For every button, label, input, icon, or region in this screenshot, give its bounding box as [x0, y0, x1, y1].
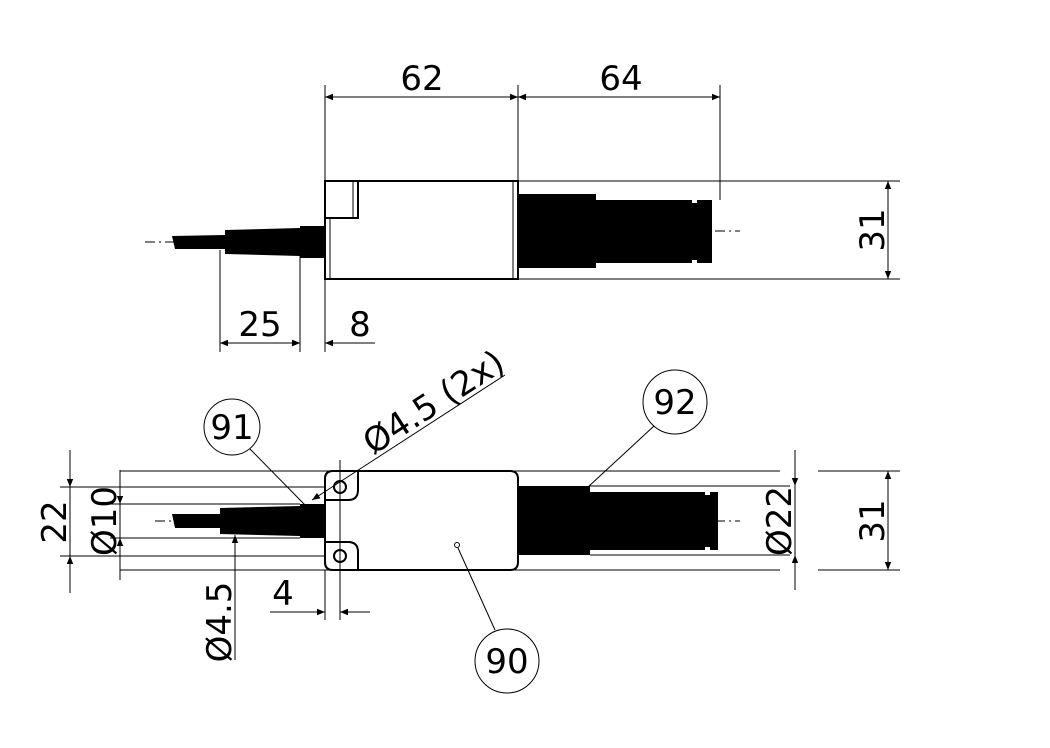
dim-62: 62 — [400, 59, 443, 99]
dim-8: 8 — [349, 305, 371, 345]
dim-dia22: Ø22 — [760, 486, 800, 556]
top-view: 62 64 31 25 8 — [145, 59, 900, 352]
connector-top — [518, 194, 712, 268]
dim-22: 22 — [35, 500, 75, 543]
balloon-91: 91 — [203, 398, 306, 506]
connector-bottom — [518, 486, 718, 555]
cable-top — [172, 226, 325, 258]
dim-25: 25 — [238, 305, 281, 345]
dim-31-top: 31 — [853, 208, 893, 251]
cable-bottom — [172, 504, 325, 538]
sensor-body-top — [324, 180, 519, 280]
dim-4: 4 — [272, 574, 294, 614]
dim-dia4-5: Ø4.5 — [200, 582, 240, 663]
dim-dia10: Ø10 — [85, 486, 125, 556]
dim-64: 64 — [599, 59, 642, 99]
dim-31-bottom: 31 — [853, 499, 893, 542]
balloon-90: 90 — [457, 547, 540, 694]
svg-text:92: 92 — [653, 383, 696, 423]
svg-text:91: 91 — [210, 408, 253, 448]
balloon-92: 92 — [587, 369, 708, 488]
bottom-view: 22 Ø10 Ø22 31 Ø4.5 4 Ø4.5 (2x) — [35, 342, 900, 662]
dim-mount-holes: Ø4.5 (2x) — [356, 342, 512, 463]
svg-text:90: 90 — [485, 642, 528, 682]
